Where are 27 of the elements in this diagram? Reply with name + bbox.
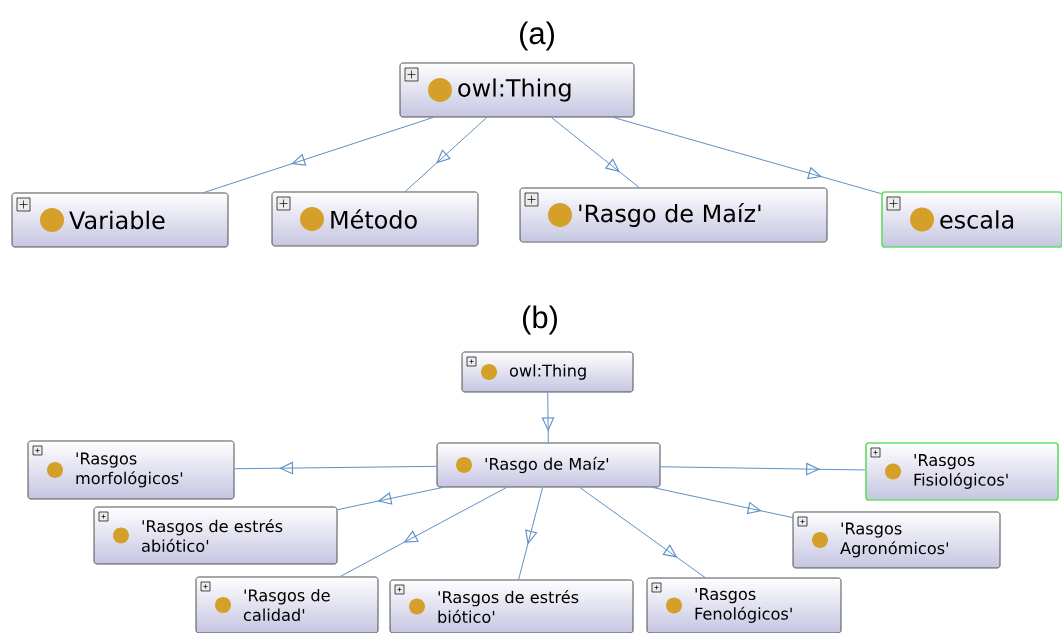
arrow	[613, 117, 882, 195]
arrow	[337, 487, 443, 511]
class-box: escala	[881, 191, 1062, 248]
class-box: Variable	[11, 192, 229, 248]
class-box: 'Rasgos morfológicos'	[27, 440, 235, 500]
arrow	[404, 117, 488, 192]
panel-label: (b)	[523, 305, 557, 335]
class-box: owl:Thing	[461, 351, 634, 393]
arrow	[652, 487, 793, 519]
class-box: 'Rasgos de estrés abiótico'	[93, 506, 338, 565]
class-box: 'Rasgos de estrés biótico'	[389, 579, 634, 633]
arrow	[234, 461, 438, 475]
arrow	[518, 487, 544, 580]
class-box: 'Rasgos Fenológicos'	[646, 577, 842, 633]
class-box: 'Rasgo de Maíz'	[519, 187, 828, 243]
arrow	[660, 462, 866, 476]
class-box: 'Rasgos de calidad'	[195, 576, 379, 633]
class-box: 'Rasgo de Maíz'	[436, 442, 661, 488]
arrow	[339, 487, 507, 577]
arrow	[541, 392, 555, 443]
class-box: owl:Thing	[399, 62, 635, 118]
class-box: Método	[271, 191, 479, 247]
arrow	[203, 117, 434, 193]
class-box: 'Rasgos Agronómicos'	[792, 511, 1001, 569]
arrow	[550, 117, 640, 188]
arrow	[579, 487, 706, 578]
class-box: 'Rasgos Fisiológicos'	[865, 442, 1059, 501]
